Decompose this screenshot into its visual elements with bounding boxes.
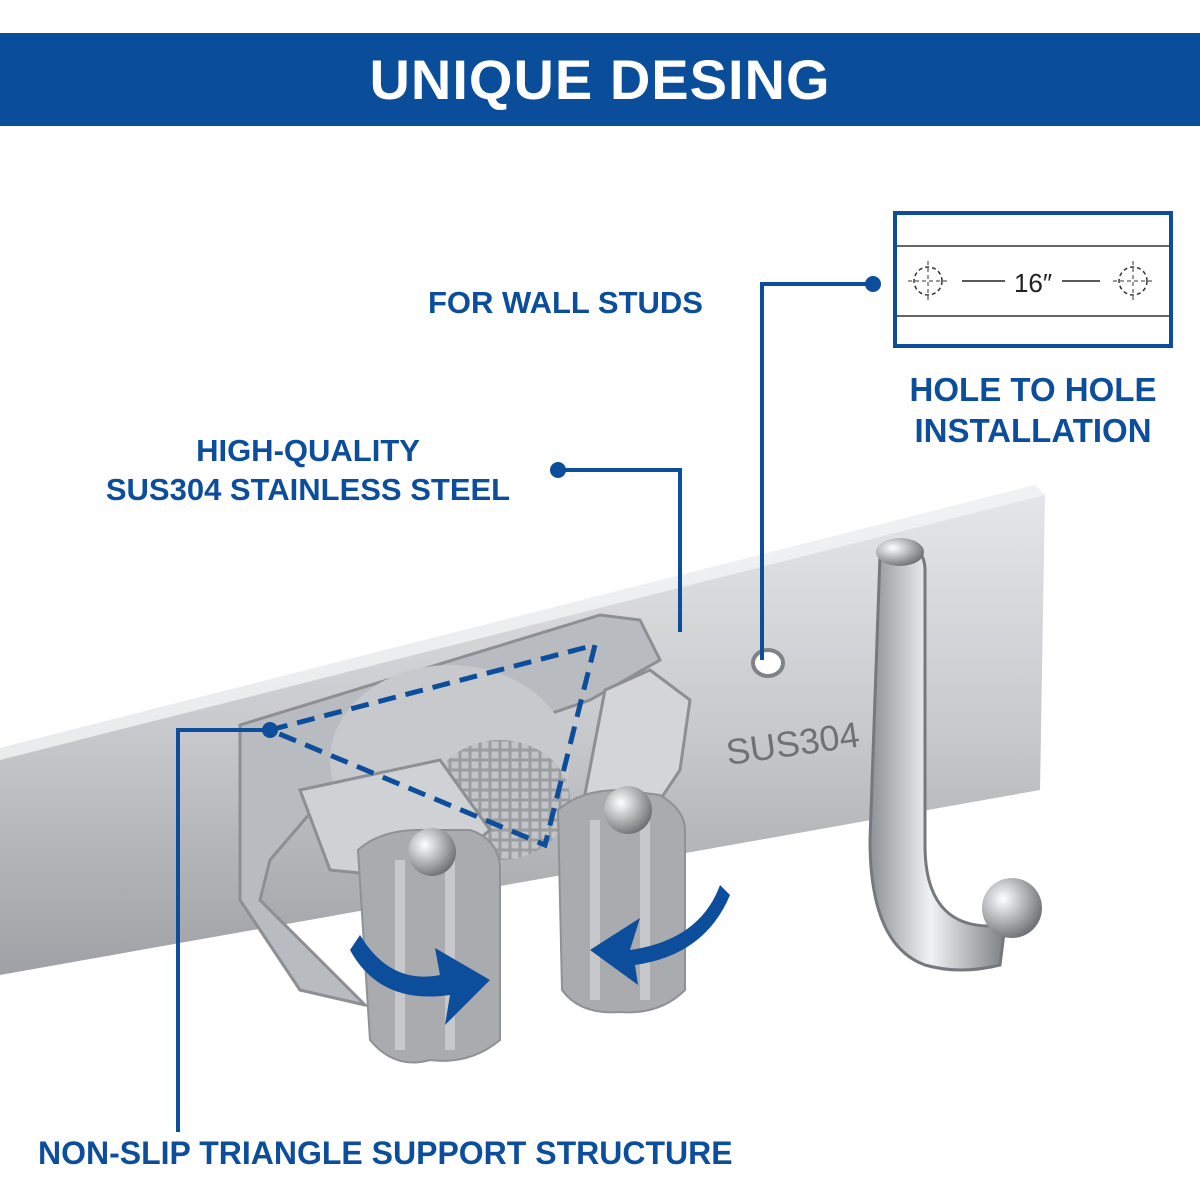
triangle-support-label: NON-SLIP TRIANGLE SUPPORT STRUCTURE <box>38 1135 733 1171</box>
left-rivet <box>408 828 456 876</box>
hole-to-hole-label: HOLE TO HOLE INSTALLATION <box>900 369 1166 452</box>
hook-ball <box>982 878 1042 938</box>
page-title: UNIQUE DESING <box>369 48 831 111</box>
callout-dot-triangle <box>262 722 278 738</box>
screw-hole <box>751 648 785 678</box>
hole-to-hole-line-2: INSTALLATION <box>914 412 1152 450</box>
hole-to-hole-line-1: HOLE TO HOLE <box>909 371 1157 408</box>
spacing-value: 16″ <box>1014 268 1052 298</box>
rotate-left-arrow <box>590 885 730 985</box>
callout-dot-studs <box>865 276 881 292</box>
steel-line-1: HIGH-QUALITY <box>196 433 420 468</box>
steel-line-2: SUS304 STAINLESS STEEL <box>105 471 511 507</box>
wall-studs-label: FOR WALL STUDS <box>428 285 703 320</box>
right-rivet <box>604 786 652 834</box>
callout-dot-steel <box>550 462 566 478</box>
hole-right-icon <box>1118 266 1148 296</box>
steel-label: HIGH-QUALITY SUS304 STAINLESS STEEL <box>78 432 538 510</box>
hole-left-icon <box>913 266 943 296</box>
header-banner: UNIQUE DESING <box>0 33 1200 126</box>
hole-spacing-diagram: 16″ <box>893 211 1173 348</box>
callout-lines <box>176 282 873 1132</box>
rotate-right-arrow <box>350 935 490 1025</box>
clip-frame <box>238 613 662 1008</box>
